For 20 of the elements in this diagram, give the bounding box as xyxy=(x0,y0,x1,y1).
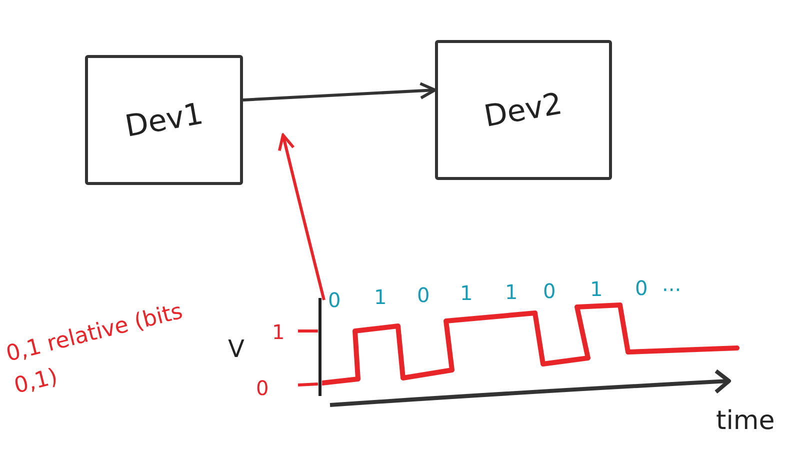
tick-label: 0 xyxy=(256,378,269,398)
device-label: Dev2 xyxy=(482,86,566,134)
bit-value: 0 xyxy=(635,278,648,298)
device-box xyxy=(85,55,243,185)
ellipsis: ... xyxy=(662,274,682,294)
tick-label: 1 xyxy=(272,322,285,342)
bit-value: 0 xyxy=(417,285,430,305)
bit-value: 1 xyxy=(374,287,387,307)
bit-value: 0 xyxy=(543,281,556,301)
arrow xyxy=(278,134,326,300)
axis-label: time xyxy=(716,408,775,434)
device-label: Dev1 xyxy=(122,96,206,144)
bit-value: 1 xyxy=(460,283,473,303)
device-box xyxy=(435,40,612,180)
annotation-note: 0,1 relative (bits 0,1) xyxy=(2,298,186,402)
bit-value: 0 xyxy=(328,290,341,310)
arrow xyxy=(242,82,436,102)
axis-label: V xyxy=(228,337,244,361)
bit-value: 1 xyxy=(590,279,603,299)
bit-value: 1 xyxy=(505,282,518,302)
